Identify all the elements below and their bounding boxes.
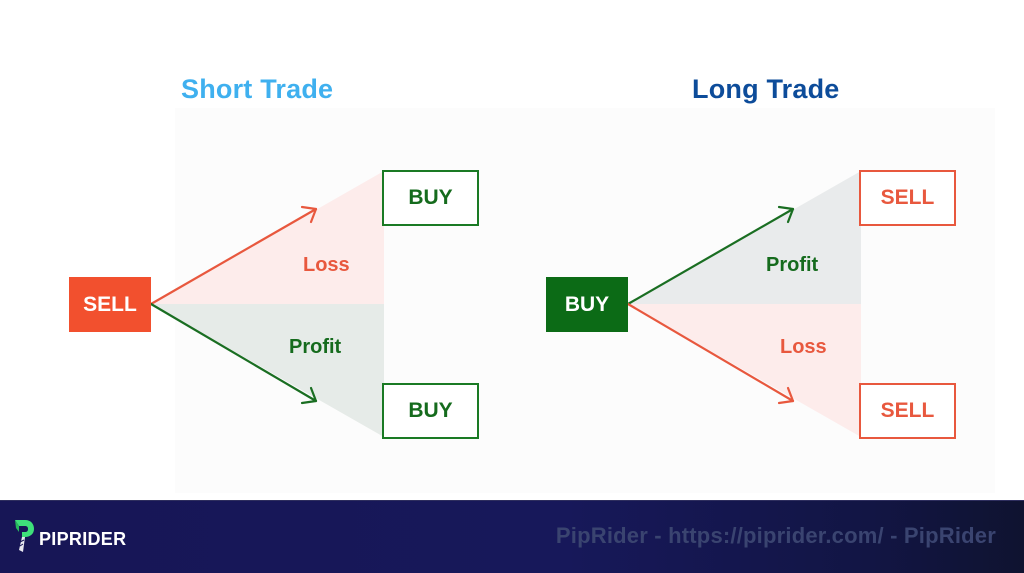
- short-exit-buy-box-bottom: BUY: [382, 383, 479, 439]
- short-exit-buy-box-top: BUY: [382, 170, 479, 226]
- long-loss-label: Loss: [780, 336, 827, 358]
- long-profit-label: Profit: [766, 254, 819, 276]
- long-profit-arrow: [626, 205, 795, 306]
- long-loss-arrow: [626, 302, 795, 405]
- diagram-canvas: Short Trade Long Trade SELL BUY BUY Loss: [69, 74, 956, 439]
- logo-text: PIPRIDER: [39, 528, 127, 549]
- watermark-text: PipRider - https://piprider.com/ - PipRi…: [555, 523, 996, 548]
- long-entry-buy-box: BUY: [546, 277, 628, 332]
- piprider-logo-icon: [15, 520, 34, 552]
- short-profit-arrow: [149, 302, 318, 405]
- trade-arrows-diagram: [149, 171, 861, 437]
- footer-bar: PIPRIDER PipRider - https://piprider.com…: [0, 500, 1024, 573]
- piprider-logo: PIPRIDER: [13, 518, 126, 554]
- long-exit-sell-box-top: SELL: [859, 170, 956, 226]
- short-trade-title: Short Trade: [181, 74, 334, 104]
- short-entry-sell-box: SELL: [69, 277, 151, 332]
- long-trade-title: Long Trade: [692, 74, 840, 104]
- short-profit-label: Profit: [289, 336, 342, 358]
- short-loss-arrow: [149, 205, 318, 306]
- long-exit-sell-box-bottom: SELL: [859, 383, 956, 439]
- short-loss-label: Loss: [303, 254, 350, 276]
